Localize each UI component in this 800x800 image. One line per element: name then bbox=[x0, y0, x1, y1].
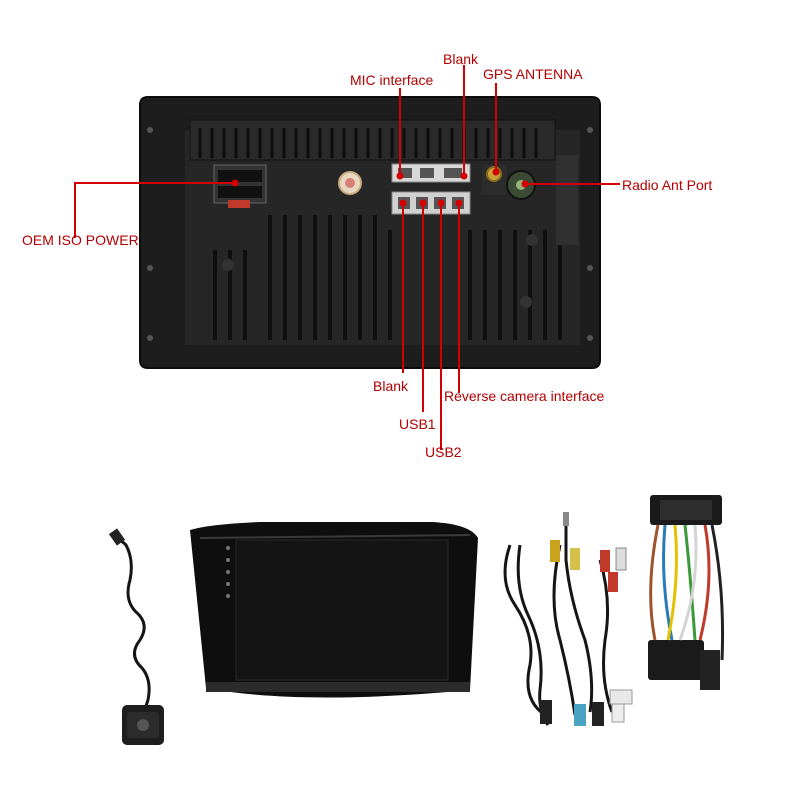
head-unit-front bbox=[190, 522, 478, 698]
label-radio-ant-port: Radio Ant Port bbox=[622, 177, 713, 193]
label-blank-top: Blank bbox=[443, 51, 479, 67]
gps-antenna-accessory bbox=[108, 528, 164, 745]
callout-lines bbox=[74, 65, 620, 450]
label-usb2: USB2 bbox=[425, 444, 462, 460]
callout-line-oem bbox=[74, 182, 235, 238]
callout-dots bbox=[231, 168, 529, 207]
rca-connectors bbox=[540, 512, 627, 726]
wiring-harness bbox=[609, 495, 725, 705]
head-unit-rear-panel bbox=[139, 96, 601, 369]
label-gps-antenna: GPS ANTENNA bbox=[483, 66, 583, 82]
label-reverse-camera-interface: Reverse camera interface bbox=[444, 388, 605, 404]
cable-bundle bbox=[503, 520, 614, 726]
label-usb1: USB1 bbox=[399, 416, 436, 432]
label-oem-iso-power: OEM ISO POWER bbox=[22, 232, 139, 248]
label-blank-bottom: Blank bbox=[373, 378, 409, 394]
label-mic-interface: MIC interface bbox=[350, 72, 434, 88]
